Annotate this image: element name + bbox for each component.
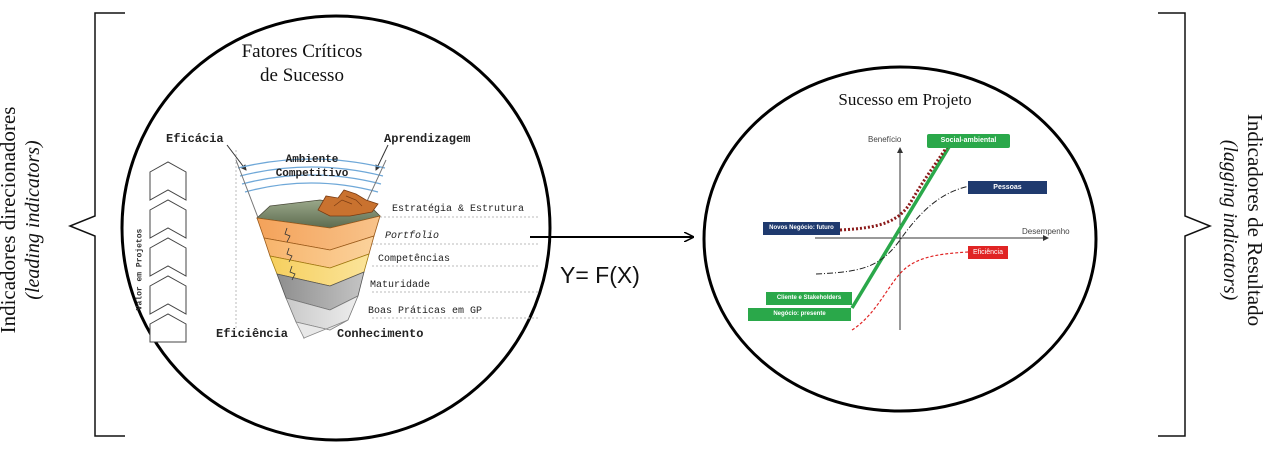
environment-label-line1: Ambiente	[285, 154, 339, 166]
pessoas-curve	[815, 185, 971, 275]
formula: Y= F(X)	[560, 262, 640, 288]
x-axis-label: Desempenho	[1022, 227, 1070, 236]
left-circle-title-line2: de Sucesso	[260, 65, 344, 86]
tag-novos-negocio: Novos Negócio: futuro	[763, 222, 840, 235]
tag-cliente-stakeholders: Cliente e Stakeholders	[766, 292, 852, 305]
layer-label-boas-praticas: Boas Práticas em GP	[368, 306, 483, 317]
value-vertical-label: Valor em Projetos	[135, 228, 145, 311]
efficacy-arrow	[226, 144, 247, 171]
right-brace	[1158, 12, 1213, 437]
layer-label-strategy: Estratégia & Estrutura	[392, 204, 525, 215]
label-aprendizagem: Aprendizagem	[384, 132, 471, 146]
novos-curve	[839, 141, 952, 232]
environment-label: Ambiente Competitivo	[262, 153, 362, 181]
environment-label-line2: Competitivo	[275, 168, 349, 180]
green-trend-line	[850, 141, 954, 309]
eficiencia-curve	[851, 251, 969, 331]
tag-eficiencia: Eficiência	[968, 246, 1008, 259]
label-conhecimento: Conhecimento	[337, 327, 424, 341]
layer-label-maturidade: Maturidade	[370, 280, 431, 291]
success-chart	[815, 141, 1049, 331]
left-circle-title: Fatores Críticos de Sucesso	[222, 40, 382, 88]
cone-diagram	[235, 158, 387, 340]
tag-negocio-presente: Negócio: presente	[748, 308, 851, 321]
layer-label-competencias: Competências	[378, 254, 451, 265]
left-circle-title-line1: Fatores Críticos	[241, 41, 363, 62]
tag-social-ambiental: Social-ambiental	[927, 134, 1010, 148]
right-circle-title: Sucesso em Projeto	[838, 90, 972, 109]
y-axis-label: Benefício	[868, 135, 902, 144]
chevron-column	[149, 161, 187, 343]
left-brace	[67, 12, 125, 437]
layer-label-portfolio: Portfolio	[385, 231, 440, 242]
label-eficacia: Eficácia	[166, 132, 224, 146]
tag-pessoas: Pessoas	[968, 181, 1047, 194]
label-eficiencia: Eficiência	[216, 327, 289, 341]
